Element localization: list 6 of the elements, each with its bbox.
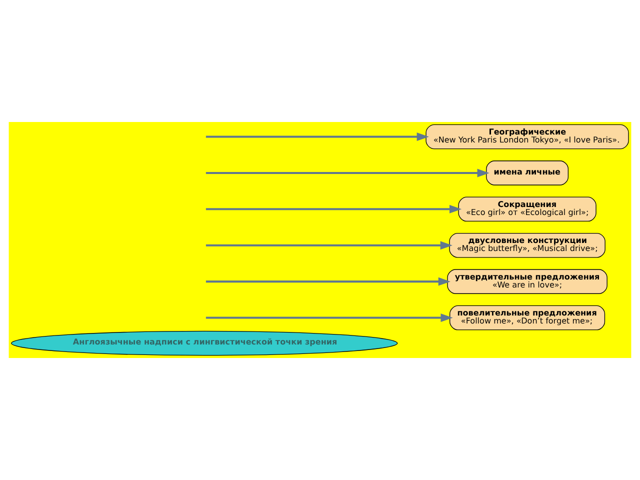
arrow xyxy=(206,168,490,178)
arrow xyxy=(206,132,429,141)
arrow xyxy=(206,277,450,286)
arrow xyxy=(206,314,453,322)
arrow xyxy=(206,241,452,250)
arrow xyxy=(206,204,462,214)
